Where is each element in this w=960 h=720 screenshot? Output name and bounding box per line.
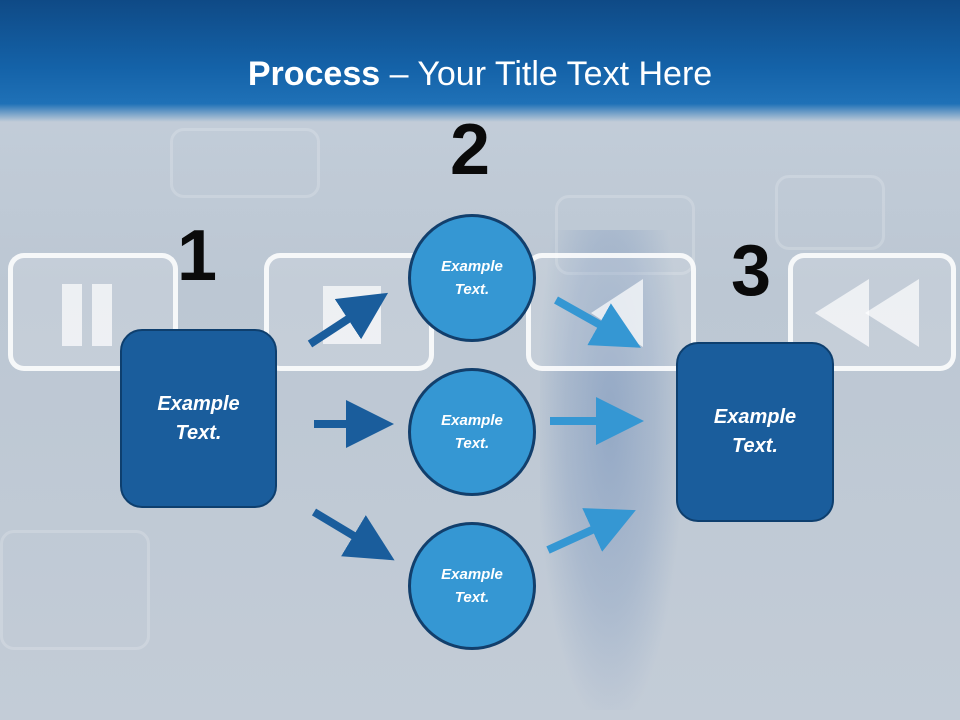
- step-number-1: 1: [177, 216, 218, 296]
- arrow-1-to-2c: [311, 508, 395, 561]
- step-3-label: Example Text.: [713, 406, 797, 457]
- slide-title: Process – Your Title Text Here: [0, 52, 960, 96]
- arrow-1-to-2a: [307, 292, 389, 348]
- title-bar: [0, 0, 960, 122]
- title-bold: Process: [247, 55, 381, 93]
- title-rest: – Your Title Text Here: [380, 55, 713, 93]
- background-fast-rewind-button: [788, 253, 956, 371]
- step-2-circle-middle: Example Text.: [408, 368, 536, 496]
- step-2-circle-top: Example Text.: [408, 214, 536, 342]
- step-1-label: Example Text.: [157, 392, 240, 444]
- background-ghost-square: [555, 195, 695, 275]
- step-number-2: 2: [450, 110, 491, 190]
- arrow-2a-to-3: [554, 296, 641, 348]
- background-ghost-square: [170, 128, 320, 198]
- background-ghost-square: [775, 175, 885, 250]
- fast-rewind-icon: [815, 279, 919, 347]
- step-2-label-top: Example Text.: [441, 258, 503, 298]
- pause-icon: [62, 284, 112, 346]
- step-2-circle-bottom: Example Text.: [408, 522, 536, 650]
- step-2-label-middle: Example Text.: [441, 412, 503, 452]
- step-number-3: 3: [731, 231, 772, 311]
- background-ghost-square: [0, 530, 150, 650]
- step-2-label-bottom: Example Text.: [441, 566, 503, 606]
- step-3-box: Example Text.: [676, 342, 834, 522]
- arrow-2c-to-3: [546, 508, 636, 554]
- step-1-box: Example Text.: [120, 329, 277, 508]
